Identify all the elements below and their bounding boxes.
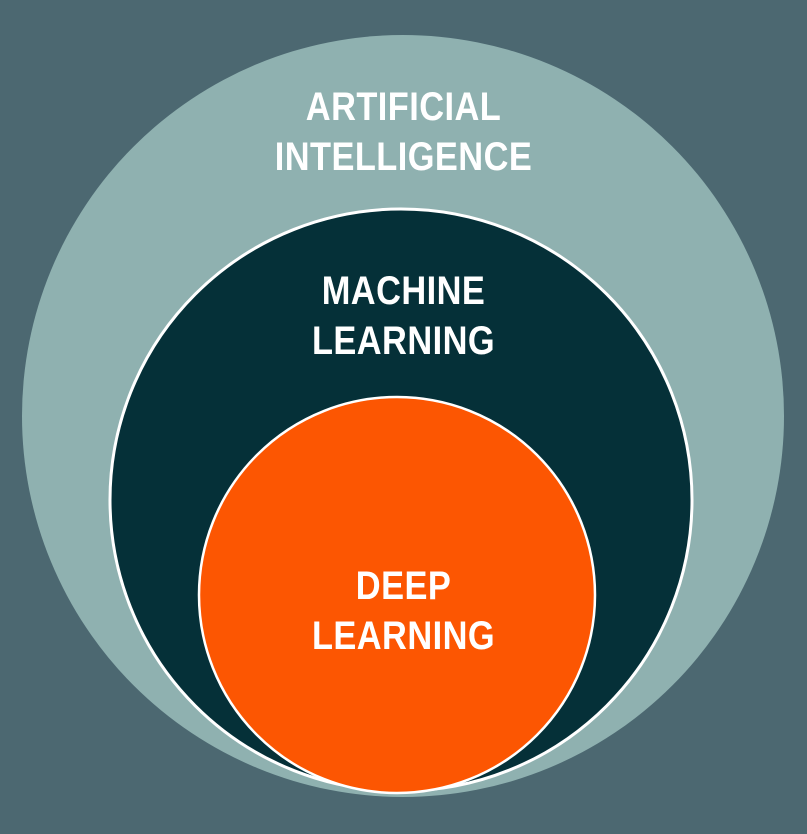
deep-learning-circle: [197, 395, 597, 795]
